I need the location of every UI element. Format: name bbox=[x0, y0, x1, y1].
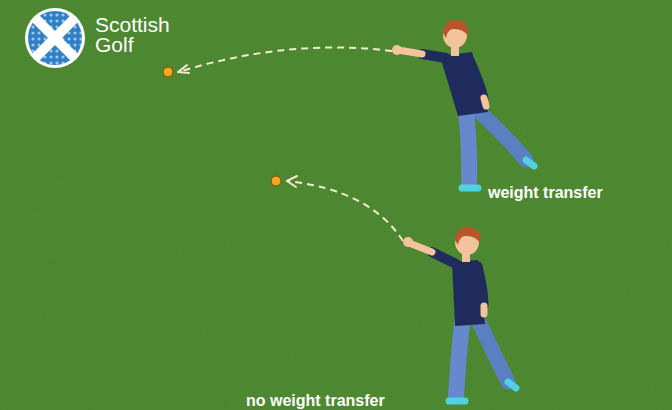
figure-label: weight transfer bbox=[488, 184, 658, 202]
throw-path bbox=[178, 47, 392, 72]
logo-text: Scottish Golf bbox=[95, 15, 177, 55]
throw-path bbox=[287, 181, 403, 241]
figure-label: no weight transfer bbox=[246, 392, 446, 410]
figure-weight-transfer bbox=[392, 20, 534, 188]
figure-no-weight-transfer bbox=[403, 227, 516, 401]
golf-ball bbox=[271, 176, 281, 186]
golf-ball bbox=[163, 67, 173, 77]
throw-arrowhead bbox=[287, 176, 297, 187]
throw-arrowhead bbox=[178, 65, 189, 73]
logo-ball bbox=[25, 8, 85, 68]
